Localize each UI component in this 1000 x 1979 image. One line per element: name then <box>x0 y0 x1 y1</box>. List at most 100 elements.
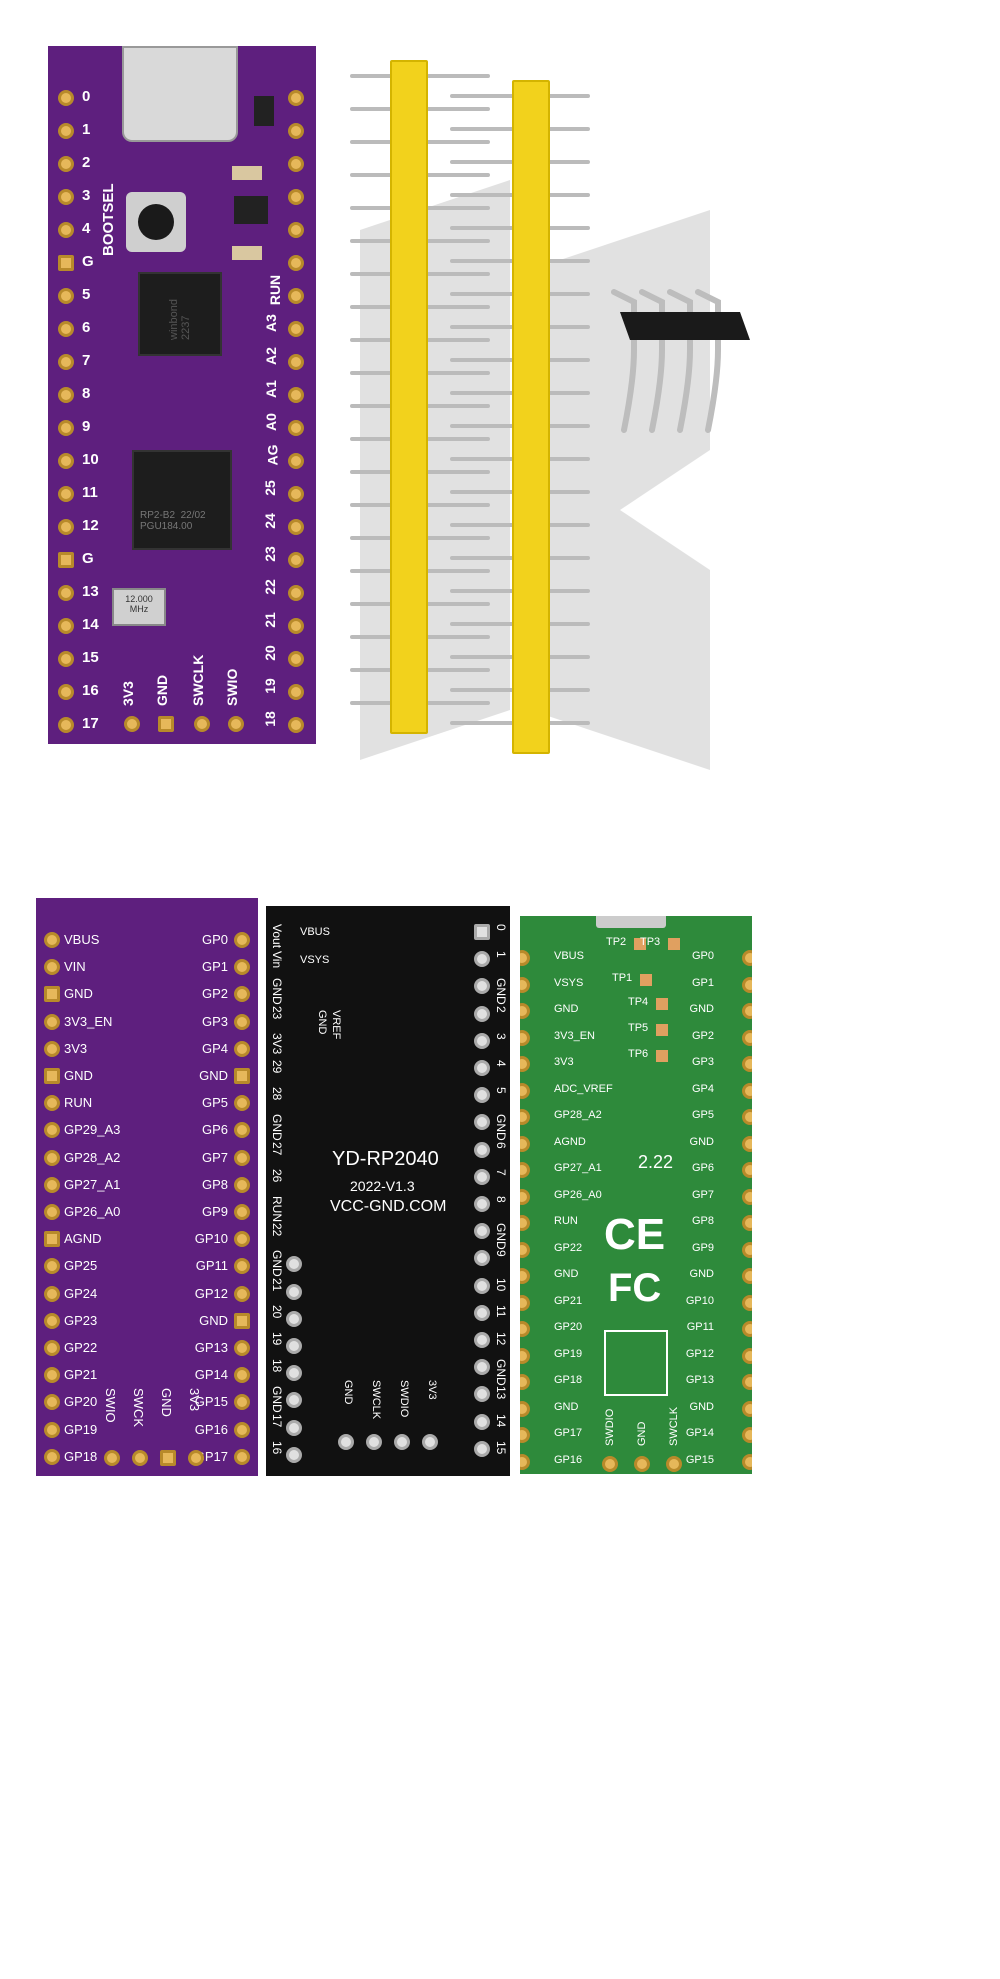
pin-pad <box>194 716 210 732</box>
pin-label: 0 <box>494 924 508 931</box>
pin-pad <box>188 1450 204 1466</box>
pin-label: 1 <box>494 951 508 958</box>
pin-label: SWDIO <box>604 1408 616 1446</box>
pin-pad <box>234 1176 250 1193</box>
pin-label: SWIO <box>103 1388 118 1423</box>
pin-label: GP16 <box>554 1453 583 1466</box>
test-point-pad <box>668 938 680 950</box>
pin-pad <box>474 978 490 995</box>
pin-label: 4 <box>494 1060 508 1067</box>
test-point-label: TP5 <box>628 1022 649 1034</box>
pin-pad <box>288 684 304 700</box>
smd-component <box>254 96 274 126</box>
pin-pad <box>474 1440 490 1457</box>
pin-pad <box>634 1456 650 1472</box>
pin-label: RUN <box>270 1196 284 1222</box>
pin-label: 13 <box>82 583 99 600</box>
pin-pad <box>422 1434 438 1450</box>
pin-label: GND <box>270 1114 284 1142</box>
pin-pad <box>474 1087 490 1104</box>
pin-pad <box>234 1312 250 1329</box>
pin-label: 3V3 <box>426 1380 438 1400</box>
pin-label: GP13 <box>685 1374 714 1386</box>
pin-label: 16 <box>270 1440 284 1455</box>
pin-label: GND <box>199 1312 228 1328</box>
pin-pad <box>234 1204 250 1220</box>
pin-label: AGND <box>554 1135 586 1148</box>
pin-label: 22 <box>261 579 278 595</box>
pin-label: 2 <box>82 154 91 171</box>
pin-label: 10 <box>82 451 99 468</box>
pin-pad <box>742 1453 752 1470</box>
pin-pad <box>474 951 490 968</box>
vbus-label: VBUS <box>300 926 330 938</box>
micro-usb-connector <box>596 916 666 928</box>
pin-label: GND <box>494 1114 508 1142</box>
smd-component <box>232 246 262 260</box>
pin-label: GP29_A3 <box>64 1122 121 1138</box>
pin-pad <box>602 1456 618 1472</box>
pin-label: 18 <box>261 711 278 727</box>
pin-label: G <box>82 550 94 567</box>
pin-pad <box>58 717 74 733</box>
smd-component <box>232 166 262 180</box>
pin-pad <box>132 1450 148 1466</box>
pin-pad <box>666 1456 682 1472</box>
pin-label: 25 <box>261 480 278 496</box>
pin-label: 20 <box>270 1304 284 1319</box>
pin-pad <box>234 1149 250 1166</box>
pin-label: 8 <box>82 385 91 402</box>
test-point-label: TP2 <box>606 936 627 948</box>
pin-label: SWCLK <box>190 654 206 706</box>
pin-label: GP27_A1 <box>554 1162 602 1174</box>
pin-pad <box>288 255 304 271</box>
pin-label: ADC_VREF <box>554 1082 613 1095</box>
pin-pad <box>286 1419 302 1436</box>
pin-label: GND <box>689 1135 714 1148</box>
pin-pad <box>474 924 490 940</box>
pin-label: 21 <box>261 612 278 628</box>
right-angle-header <box>600 280 760 440</box>
pin-pad <box>44 1149 60 1166</box>
pin-label: GP12 <box>194 1285 228 1301</box>
pin-pad <box>520 1056 530 1072</box>
pin-label: GP18 <box>64 1448 98 1464</box>
gnd-label: GND <box>316 1010 328 1035</box>
pin-label: GP18 <box>554 1374 583 1386</box>
pin-pad <box>286 1446 302 1463</box>
pin-pad <box>58 519 74 535</box>
pin-pad <box>474 1168 490 1185</box>
test-point-pad <box>634 938 646 950</box>
pin-label: GP21 <box>64 1367 98 1383</box>
pin-pad <box>288 387 304 403</box>
smd-component <box>234 196 268 224</box>
bootsel-button[interactable] <box>126 192 186 252</box>
pin-label: GP8 <box>201 1176 228 1192</box>
pin-pad <box>44 1204 60 1220</box>
pin-pad <box>288 486 304 502</box>
pin-pad <box>520 1135 530 1152</box>
pin-pad <box>228 716 244 732</box>
pin-label: GND <box>689 1400 714 1413</box>
pin-pad <box>520 1215 530 1231</box>
pin-label: GP27_A1 <box>64 1176 121 1192</box>
pin-pad <box>288 90 304 106</box>
pin-label: 3V3 <box>64 1040 88 1056</box>
pin-pad <box>474 1060 490 1076</box>
pin-label: GP11 <box>686 1321 714 1333</box>
pin-pad <box>474 1005 490 1022</box>
pin-pad <box>742 1082 752 1099</box>
pin-pad <box>742 1029 752 1046</box>
pin-label: GND <box>199 1068 228 1083</box>
pin-pad <box>44 1285 60 1302</box>
pin-pad <box>520 1374 530 1390</box>
pin-pad <box>234 1040 250 1057</box>
pin-label: GP4 <box>201 1040 228 1056</box>
pin-label: 3V3 <box>270 1032 284 1055</box>
pin-label: GND <box>494 1359 508 1386</box>
pin-label: 7 <box>82 352 91 369</box>
pin-label: Vin <box>270 951 284 969</box>
pin-pad <box>742 950 752 966</box>
pin-pad <box>234 1448 250 1465</box>
